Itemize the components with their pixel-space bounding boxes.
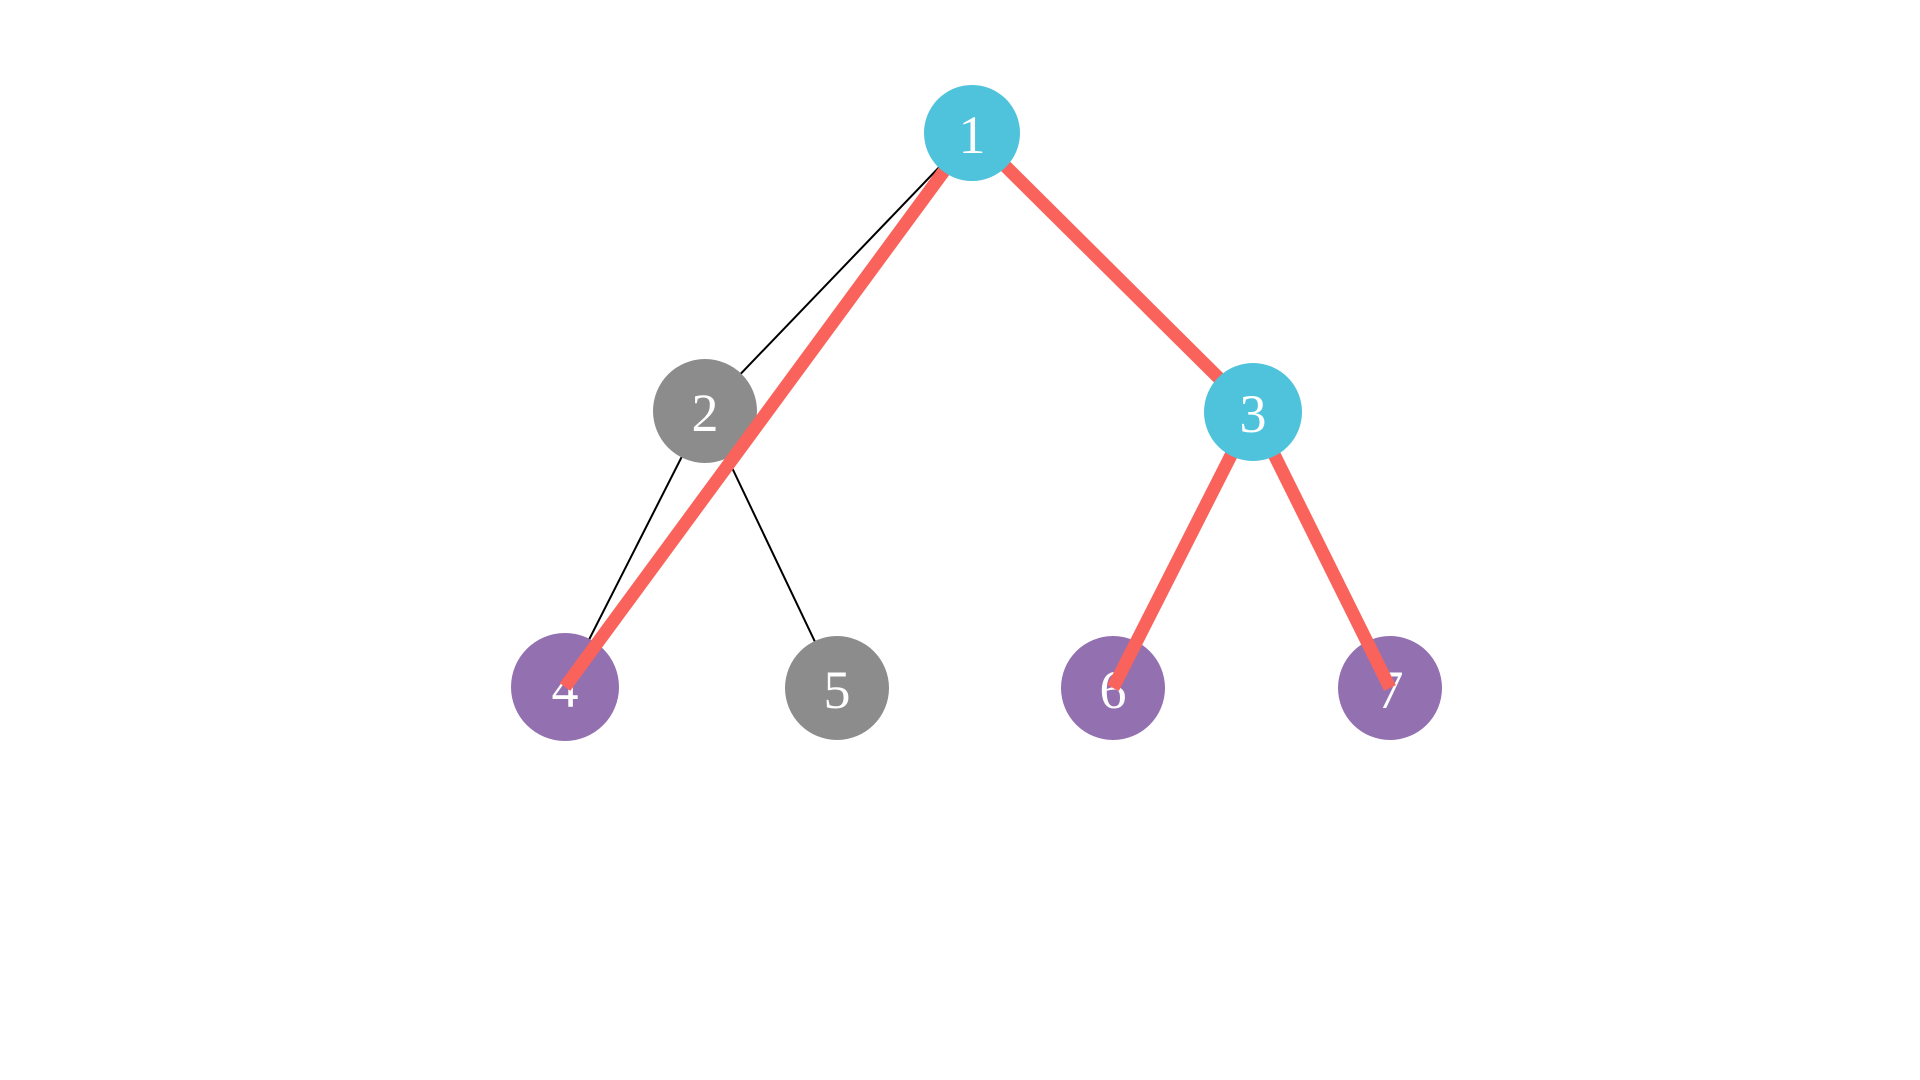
node-circle-5[interactable] (785, 636, 889, 740)
graph-node-1[interactable]: 1 (924, 85, 1020, 181)
node-circle-1[interactable] (924, 85, 1020, 181)
graph-node-3[interactable]: 3 (1204, 363, 1302, 461)
graph-edge-1-2 (704, 132, 973, 412)
graph-edge-1-3 (967, 128, 1258, 417)
node-circle-2[interactable] (653, 359, 757, 463)
graph-node-5[interactable]: 5 (785, 636, 889, 740)
node-circle-3[interactable] (1204, 363, 1302, 461)
graph-edge-3-7 (1247, 409, 1396, 691)
highlight-edge-layer (559, 128, 1396, 691)
graph-edge-3-6 (1107, 409, 1259, 691)
graph-edge-1-4 (559, 129, 978, 691)
